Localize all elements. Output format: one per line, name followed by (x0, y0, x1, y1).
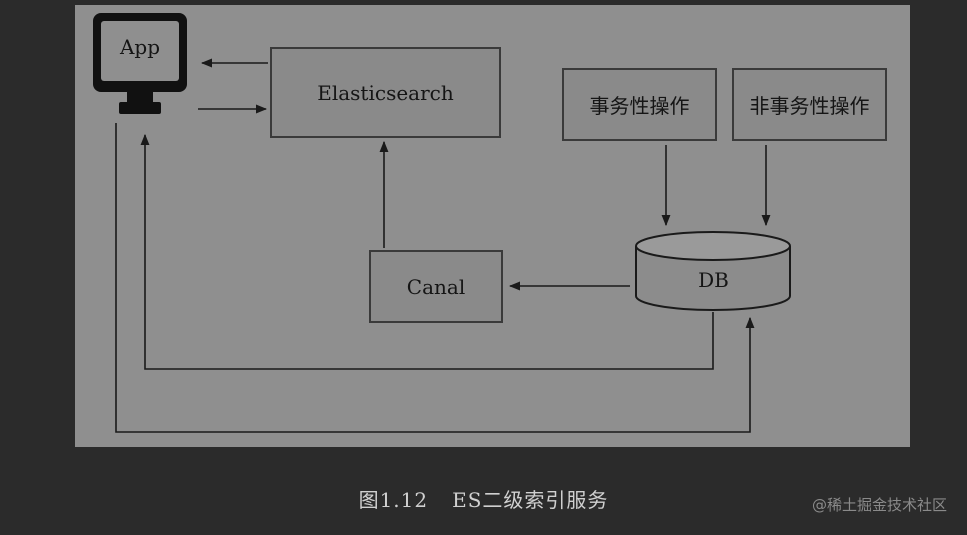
transactional-op-box: 事务性操作 (562, 68, 717, 141)
app-screen: App (101, 21, 179, 81)
figure-number: 图1.12 (358, 488, 429, 512)
non-transactional-op-label: 非事务性操作 (749, 94, 870, 118)
db-label: DB (698, 268, 729, 292)
app-monitor-icon: App (93, 13, 187, 92)
db-cylinder-top (635, 231, 791, 261)
canal-box: Canal (369, 250, 503, 323)
db-cylinder (635, 231, 791, 311)
monitor-stand (127, 92, 153, 102)
figure-caption: 图1.12 ES二级索引服务 (0, 484, 967, 513)
figure-title: ES二级索引服务 (452, 488, 609, 512)
watermark: @稀土掘金技术社区 (811, 496, 947, 514)
elasticsearch-label: Elasticsearch (317, 80, 454, 105)
db-cylinder-body (635, 246, 791, 311)
arrow-db-to-app (140, 133, 714, 370)
app-label: App (119, 35, 161, 59)
elasticsearch-box: Elasticsearch (270, 47, 501, 138)
transactional-op-label: 事务性操作 (589, 94, 690, 118)
monitor-base (119, 102, 161, 114)
arrow-app-to-db (115, 123, 755, 433)
non-transactional-op-box: 非事务性操作 (732, 68, 887, 141)
canal-label: Canal (406, 274, 466, 299)
